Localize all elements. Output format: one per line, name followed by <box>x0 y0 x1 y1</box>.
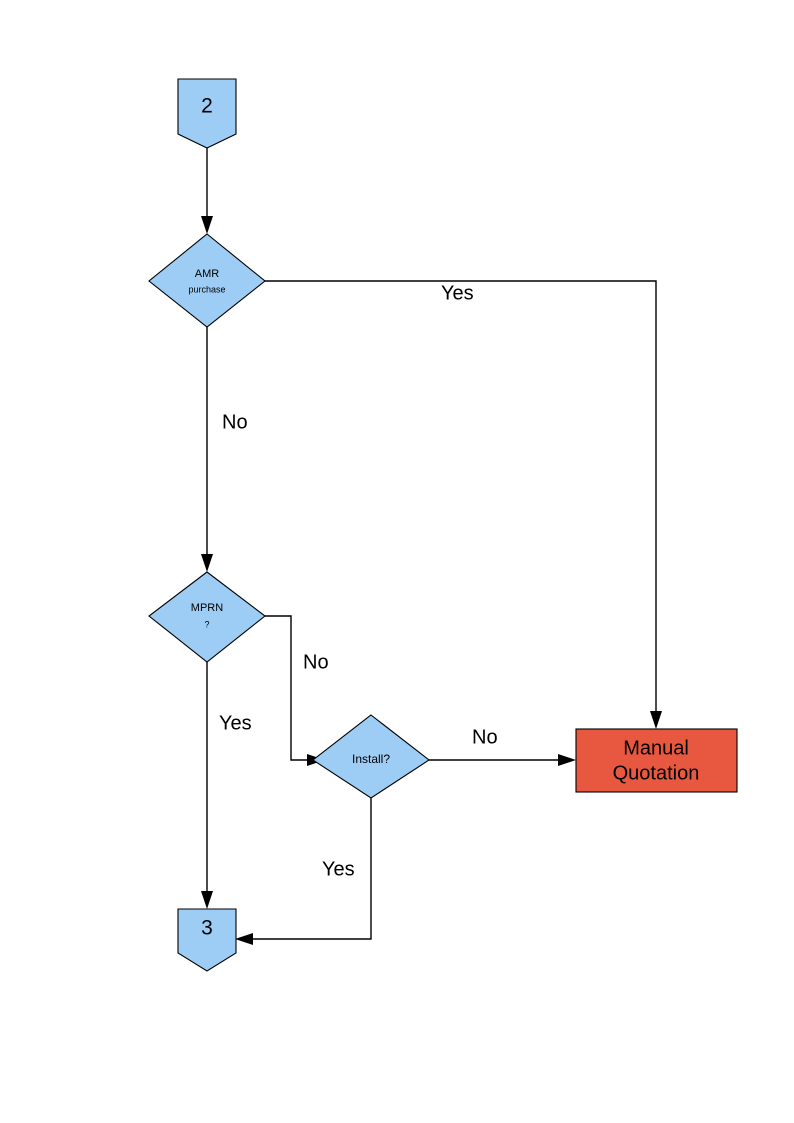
edge-mprn-yes-to-connector3 <box>201 662 213 909</box>
arrow-head-icon <box>201 216 213 234</box>
node-decision-install[interactable]: Install? <box>312 714 430 799</box>
arrow-head-icon <box>650 711 662 729</box>
edge-label-mprn-no: No <box>303 651 329 673</box>
edge-amr-no-to-mprn <box>201 327 213 572</box>
arrow-head-icon <box>201 891 213 909</box>
edge-label-amr-yes: Yes <box>441 282 474 304</box>
node-connector-3[interactable]: 3 <box>177 908 237 972</box>
node-decision-mprn[interactable]: MPRN ? <box>148 571 266 663</box>
arrow-head-icon <box>235 933 253 945</box>
manual-quotation-label-line2: Quotation <box>613 762 700 784</box>
decision-amr-label-line2: purchase <box>188 284 225 294</box>
arrow-head-icon <box>201 554 213 572</box>
edge-mprn-no-to-install <box>265 615 325 766</box>
manual-quotation-label-line1: Manual <box>623 737 689 759</box>
edge-label-amr-no: No <box>222 411 248 433</box>
edge-label-mprn-yes: Yes <box>219 712 252 734</box>
decision-mprn-label-line1: MPRN <box>191 602 223 614</box>
connector-2-label: 2 <box>201 95 213 118</box>
connector-3-label: 3 <box>201 917 213 940</box>
edge-label-install-yes: Yes <box>322 858 355 880</box>
edge-amr-yes-to-manual-quotation <box>265 280 662 729</box>
node-process-manual-quotation[interactable]: Manual Quotation <box>575 728 738 793</box>
edge-label-install-no: No <box>472 726 498 748</box>
node-connector-2[interactable]: 2 <box>177 78 237 149</box>
decision-install-label: Install? <box>352 752 390 766</box>
edge-install-yes-to-connector3 <box>235 798 372 945</box>
arrow-head-icon <box>558 754 576 766</box>
node-decision-amr-purchase[interactable]: AMR purchase <box>148 233 266 328</box>
edge-connector2-to-amr <box>201 148 213 234</box>
decision-amr-label-line1: AMR <box>195 268 220 280</box>
edge-install-no-to-manual-quotation <box>429 754 576 766</box>
decision-mprn-label-line2: ? <box>204 619 209 629</box>
